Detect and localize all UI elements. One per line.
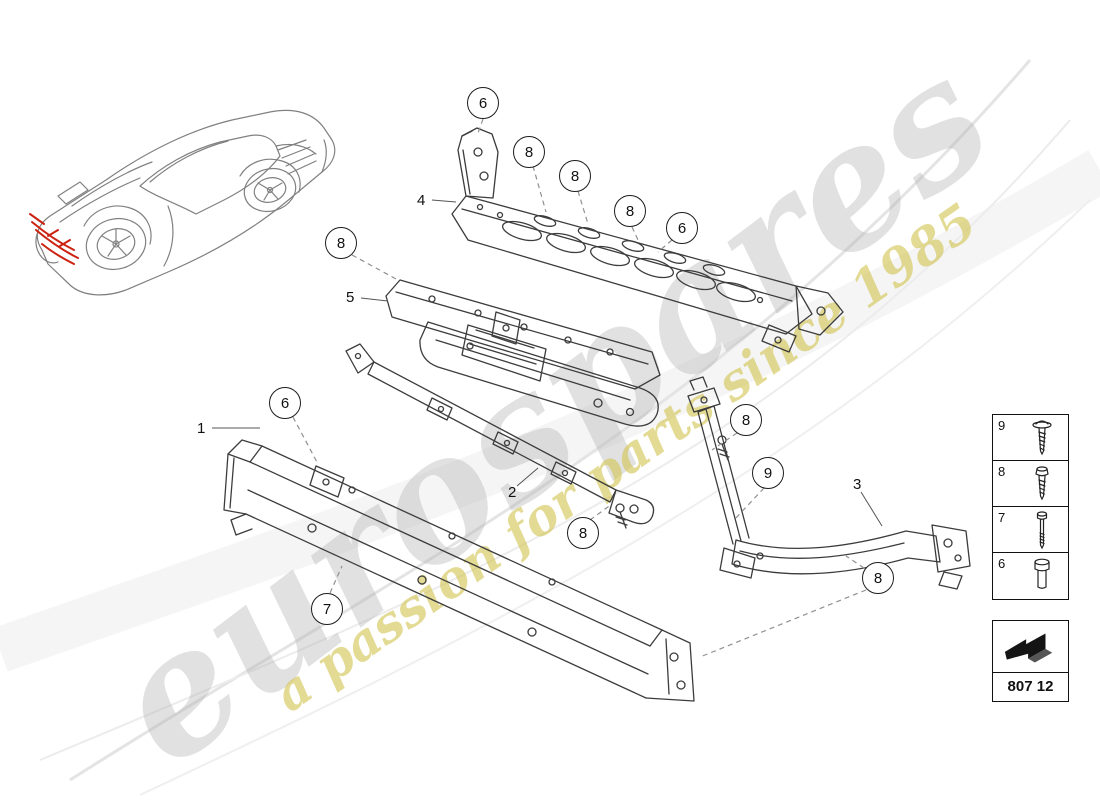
legend-number: 9 [998,418,1006,433]
part-callout: 6 [269,387,301,419]
callout-number: 8 [570,167,580,185]
leader-lines [292,118,867,658]
part-callout: 6 [467,87,499,119]
small-bolt-glyphs [615,435,730,529]
callout-number: 8 [625,202,635,220]
part-callout: 6 [666,212,698,244]
rear-wheel [243,167,297,213]
front-wheel [85,217,147,271]
part-callout: 8 [862,562,894,594]
part-number-label: 2 [508,484,517,501]
part-callout: 8 [567,517,599,549]
sleeve-icon [1034,558,1050,589]
part-callout: 9 [752,457,784,489]
legend-number: 6 [998,556,1006,571]
callout-number: 8 [741,411,751,429]
callout-number: 9 [763,464,773,482]
callout-number: 8 [578,524,588,542]
part-number-label: 1 [197,420,206,437]
part-impact-beam [223,439,695,702]
part-callout: 8 [730,404,762,436]
fastener-legend: 9 8 7 6 [992,414,1069,600]
tapping-screw-icon [1035,466,1049,501]
callout-number: 6 [677,219,687,237]
legend-row: 9 [993,415,1068,461]
long-bolt-icon [1036,511,1048,550]
bumper-highlight [29,213,79,265]
label-leader-lines [212,199,883,527]
car-thumbnail [29,109,336,296]
part-mid-carrier [385,279,661,427]
callout-number: 7 [322,600,332,618]
legend-number: 8 [998,464,1006,479]
washer-screw-icon [1032,420,1052,456]
legend-row: 6 [993,553,1068,599]
legend-number: 7 [998,510,1006,525]
callout-number: 8 [524,143,534,161]
part-callout: 8 [559,160,591,192]
part-number-label: 5 [346,289,355,306]
callout-number: 8 [873,569,883,587]
part-lower-rail [345,343,655,525]
part-callout: 8 [325,227,357,259]
part-callout: 7 [311,593,343,625]
legend-row: 8 [993,461,1068,507]
part-number-label: 3 [853,476,862,493]
diagram-code: 807 12 [1007,677,1054,695]
part-callout: 8 [513,136,545,168]
part-callout: 8 [614,195,646,227]
diagram-code-box: 807 12 [992,620,1069,702]
part-number-label: 4 [417,192,426,209]
callout-number: 6 [478,94,488,112]
direction-arrow-icon [993,621,1068,673]
part-side-bracket [687,376,971,590]
callout-number: 8 [336,234,346,252]
part-upper-crossmember [451,127,844,353]
legend-row: 7 [993,507,1068,553]
callout-number: 6 [280,394,290,412]
